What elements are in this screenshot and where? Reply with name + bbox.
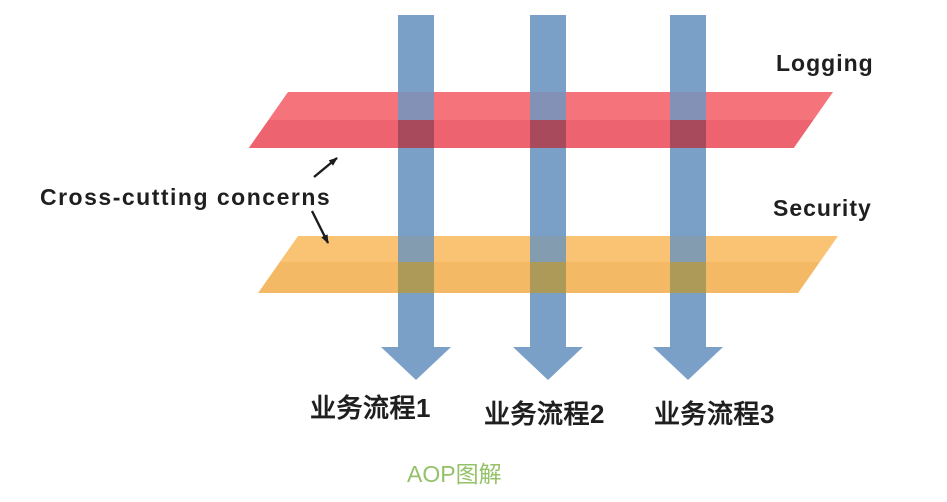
security-overlap-tint-1 bbox=[398, 236, 434, 262]
logging-overlap-tint-3 bbox=[670, 92, 706, 120]
logging-overlap-2 bbox=[530, 120, 566, 148]
process-arrow-2-shaft bbox=[530, 15, 566, 347]
process-arrow-3-shaft bbox=[670, 15, 706, 347]
security-overlap-tint-3 bbox=[670, 236, 706, 262]
process-label-3: 业务流程3 bbox=[654, 399, 775, 429]
cross-cutting-concerns-label: Cross-cutting concerns bbox=[40, 184, 332, 210]
process-label-2: 业务流程2 bbox=[484, 399, 605, 429]
security-label: Security bbox=[773, 195, 872, 221]
process-arrow-2-head bbox=[513, 347, 583, 380]
process-arrow-1-shaft bbox=[398, 15, 434, 347]
diagram-caption: AOP图解 bbox=[407, 461, 502, 487]
process-label-1: 业务流程1 bbox=[310, 393, 431, 423]
logging-overlap-3 bbox=[670, 120, 706, 148]
logging-label: Logging bbox=[776, 50, 874, 76]
arrow-to-logging-band-icon bbox=[313, 157, 338, 178]
logging-overlap-tint-2 bbox=[530, 92, 566, 120]
security-overlap-1 bbox=[398, 262, 434, 293]
security-overlap-2 bbox=[530, 262, 566, 293]
logging-overlap-1 bbox=[398, 120, 434, 148]
process-arrow-1-head bbox=[381, 347, 451, 380]
security-overlap-3 bbox=[670, 262, 706, 293]
security-overlap-tint-2 bbox=[530, 236, 566, 262]
logging-overlap-tint-1 bbox=[398, 92, 434, 120]
process-arrow-3-head bbox=[653, 347, 723, 380]
